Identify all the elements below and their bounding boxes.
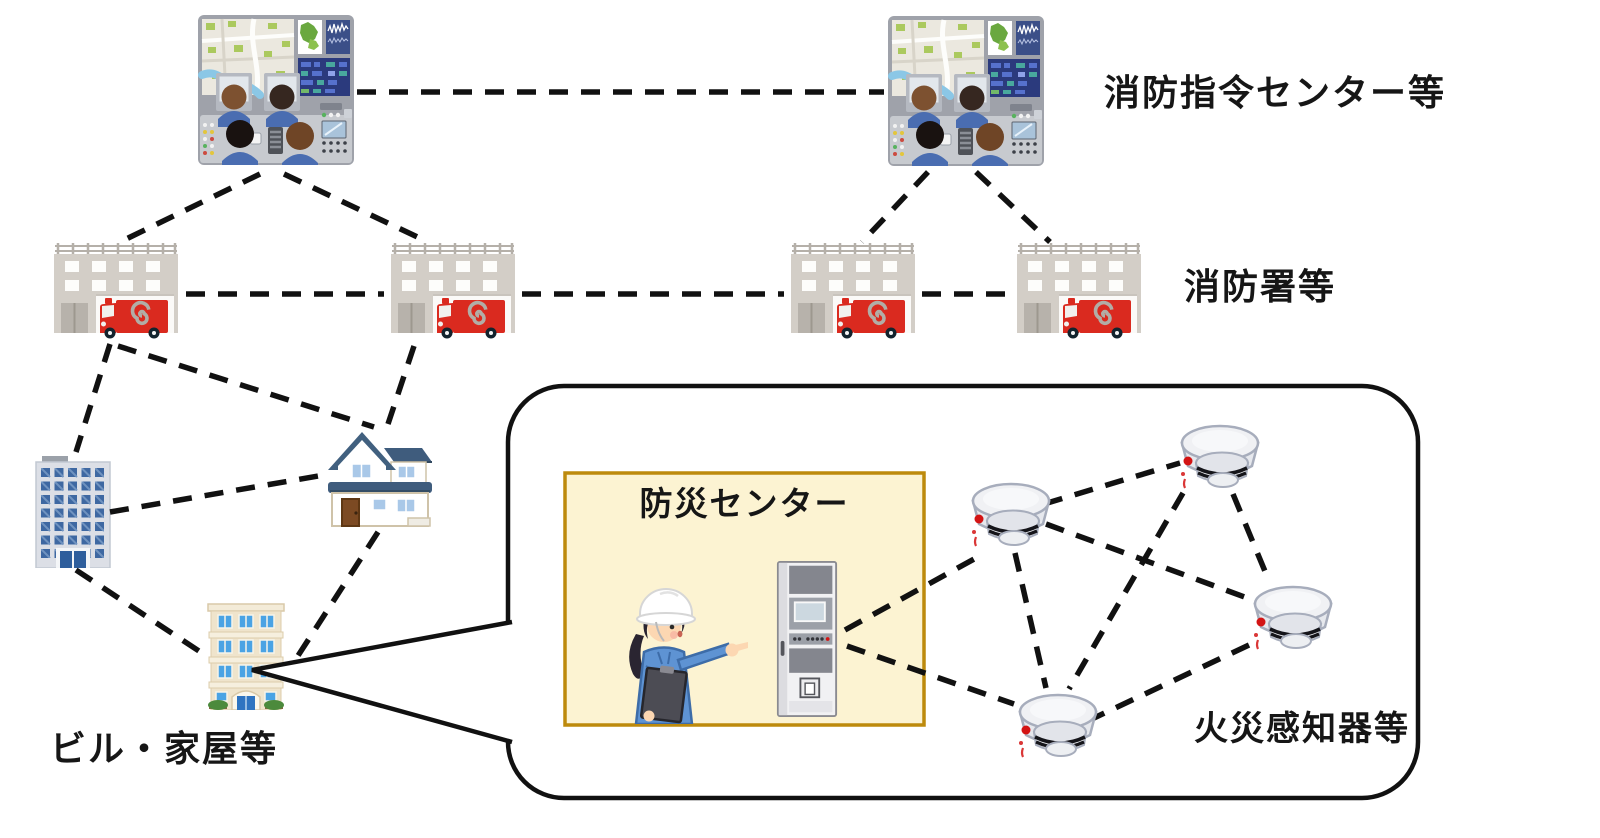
detector-links bbox=[843, 460, 1272, 721]
fire-station-1-illustration bbox=[52, 243, 180, 341]
fire-station-label: 消防署等 bbox=[1184, 266, 1337, 307]
fire-station-2-illustration bbox=[389, 243, 517, 341]
control-panel-illustration bbox=[776, 560, 838, 718]
disaster-center-label: 防災センター bbox=[639, 485, 850, 522]
buildings-label: ビル・家屋等 bbox=[50, 728, 279, 769]
network-links bbox=[73, 89, 1052, 667]
command-center-right-illustration bbox=[888, 16, 1044, 166]
command-center-label: 消防指令センター等 bbox=[1104, 72, 1447, 113]
fire-station-4-illustration bbox=[1015, 243, 1143, 341]
office-building-illustration bbox=[35, 456, 111, 568]
fire-detector-label: 火災感知器等 bbox=[1194, 710, 1410, 748]
fire-station-3-illustration bbox=[789, 243, 917, 341]
disaster-center-box bbox=[563, 471, 926, 727]
apartment-building-illustration bbox=[207, 603, 285, 710]
house-illustration bbox=[328, 431, 433, 527]
command-center-left-illustration bbox=[198, 15, 354, 165]
